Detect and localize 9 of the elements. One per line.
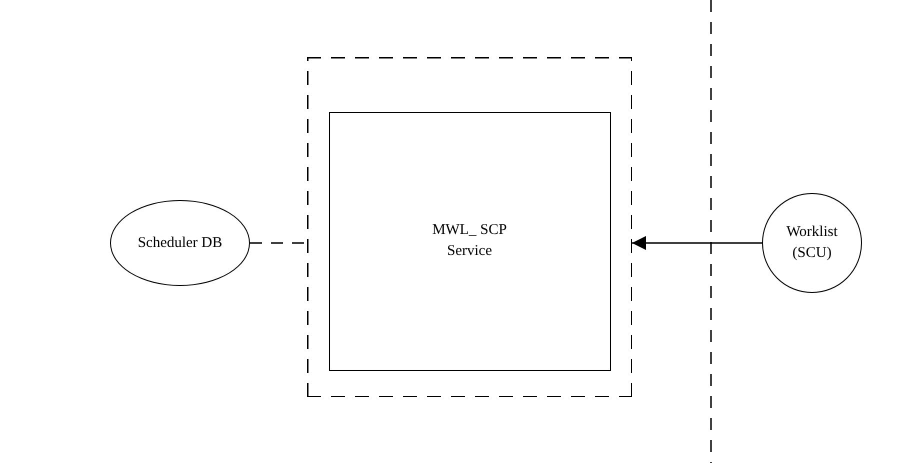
arrow bbox=[632, 236, 762, 250]
node-label: Worklist (SCU) bbox=[785, 223, 839, 263]
service-box bbox=[328, 112, 610, 370]
node-label: Scheduler DB bbox=[138, 234, 222, 252]
application-circle bbox=[762, 193, 862, 293]
dashed-connector bbox=[250, 242, 307, 244]
database-ellipse bbox=[110, 200, 250, 286]
boundary-box bbox=[307, 57, 632, 397]
node-label: MWL_ SCP Service bbox=[431, 221, 508, 261]
